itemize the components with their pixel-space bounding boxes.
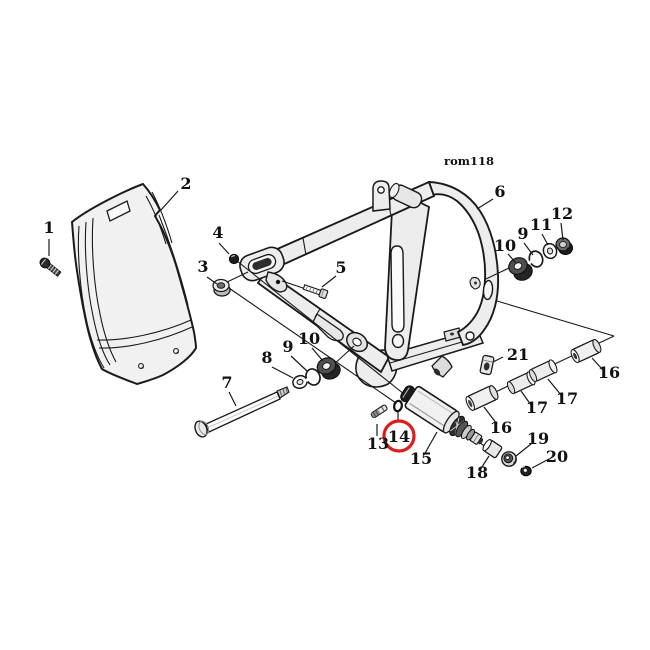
part-7-pivot-bolt bbox=[194, 386, 290, 438]
fender-tab bbox=[106, 200, 131, 222]
part-10-bushing bbox=[316, 357, 341, 380]
part-label-17-a: 17 bbox=[526, 398, 548, 417]
part-12-flange-nut bbox=[555, 237, 573, 255]
part-label-20: 20 bbox=[546, 447, 568, 466]
part-label-11: 11 bbox=[530, 215, 552, 234]
part-2-fender bbox=[70, 182, 198, 386]
part-label-16-far: 16 bbox=[598, 363, 620, 382]
part-label-16-near: 16 bbox=[490, 418, 512, 437]
part-label-10-lower: 10 bbox=[298, 329, 320, 348]
part-21-clip bbox=[479, 354, 495, 376]
part-label-15: 15 bbox=[410, 449, 432, 468]
highlight-circle-part-14 bbox=[382, 419, 416, 453]
part-label-7: 7 bbox=[221, 373, 232, 392]
part-label-5: 5 bbox=[335, 258, 346, 277]
part-5-bolt bbox=[302, 284, 329, 299]
part-label-17-b: 17 bbox=[556, 389, 578, 408]
swingarm-pivot-eye bbox=[346, 331, 368, 353]
part-10-bushing-upper bbox=[508, 257, 533, 281]
part-label-9-upper: 9 bbox=[517, 224, 528, 243]
leader-lines bbox=[48, 190, 604, 471]
part-label-12: 12 bbox=[551, 204, 573, 223]
part-4-push-nut bbox=[228, 253, 240, 265]
part-14-o-ring bbox=[392, 399, 404, 413]
part-9-retaining-ring-upper bbox=[528, 250, 544, 268]
part-label-2: 2 bbox=[180, 174, 191, 193]
part-label-8: 8 bbox=[261, 348, 272, 367]
shock-mount-boss bbox=[431, 355, 453, 378]
part-1-bolt bbox=[39, 257, 62, 277]
part-9-retaining-ring bbox=[304, 368, 321, 386]
part-label-3: 3 bbox=[197, 257, 208, 276]
part-label-4: 4 bbox=[212, 223, 223, 242]
part-17-bushing-b bbox=[528, 359, 558, 383]
part-label-21: 21 bbox=[507, 345, 529, 364]
part-19-grommet bbox=[501, 451, 517, 467]
part-16-spacer-far bbox=[570, 338, 602, 364]
part-20-nut bbox=[520, 465, 532, 477]
axle-slot bbox=[482, 279, 494, 301]
pivot-axis-lines bbox=[224, 256, 512, 404]
part-6-swingarm-frame bbox=[239, 180, 500, 388]
diagram-code: rom118 bbox=[444, 154, 494, 168]
part-label-1: 1 bbox=[43, 218, 54, 237]
upper-mount-tab bbox=[372, 180, 391, 212]
adjuster-slot bbox=[390, 245, 405, 333]
part-18-bushing bbox=[482, 439, 503, 459]
cross-tube bbox=[388, 182, 423, 209]
arch-eye-hole bbox=[465, 331, 475, 341]
part-label-9-lower: 9 bbox=[282, 337, 293, 356]
lower-shock-eye bbox=[391, 333, 405, 349]
part-15-pivot-shaft-assembly bbox=[400, 385, 484, 445]
part-11-washer bbox=[542, 242, 558, 260]
part-8-washer bbox=[292, 374, 308, 390]
part-13-stud bbox=[370, 404, 388, 419]
part-label-6: 6 bbox=[494, 182, 505, 201]
part-3-locknut bbox=[212, 278, 231, 297]
part-label-14-highlighted: 14 bbox=[388, 427, 410, 446]
part-label-10-upper: 10 bbox=[494, 236, 516, 255]
part-label-18: 18 bbox=[466, 463, 488, 482]
part-labels: 1 2 3 4 5 6 7 8 9 10 9 10 11 12 13 14 15… bbox=[43, 174, 620, 482]
part-label-13: 13 bbox=[367, 434, 389, 453]
part-label-19: 19 bbox=[527, 429, 549, 448]
part-16-spacer-near bbox=[465, 385, 499, 411]
